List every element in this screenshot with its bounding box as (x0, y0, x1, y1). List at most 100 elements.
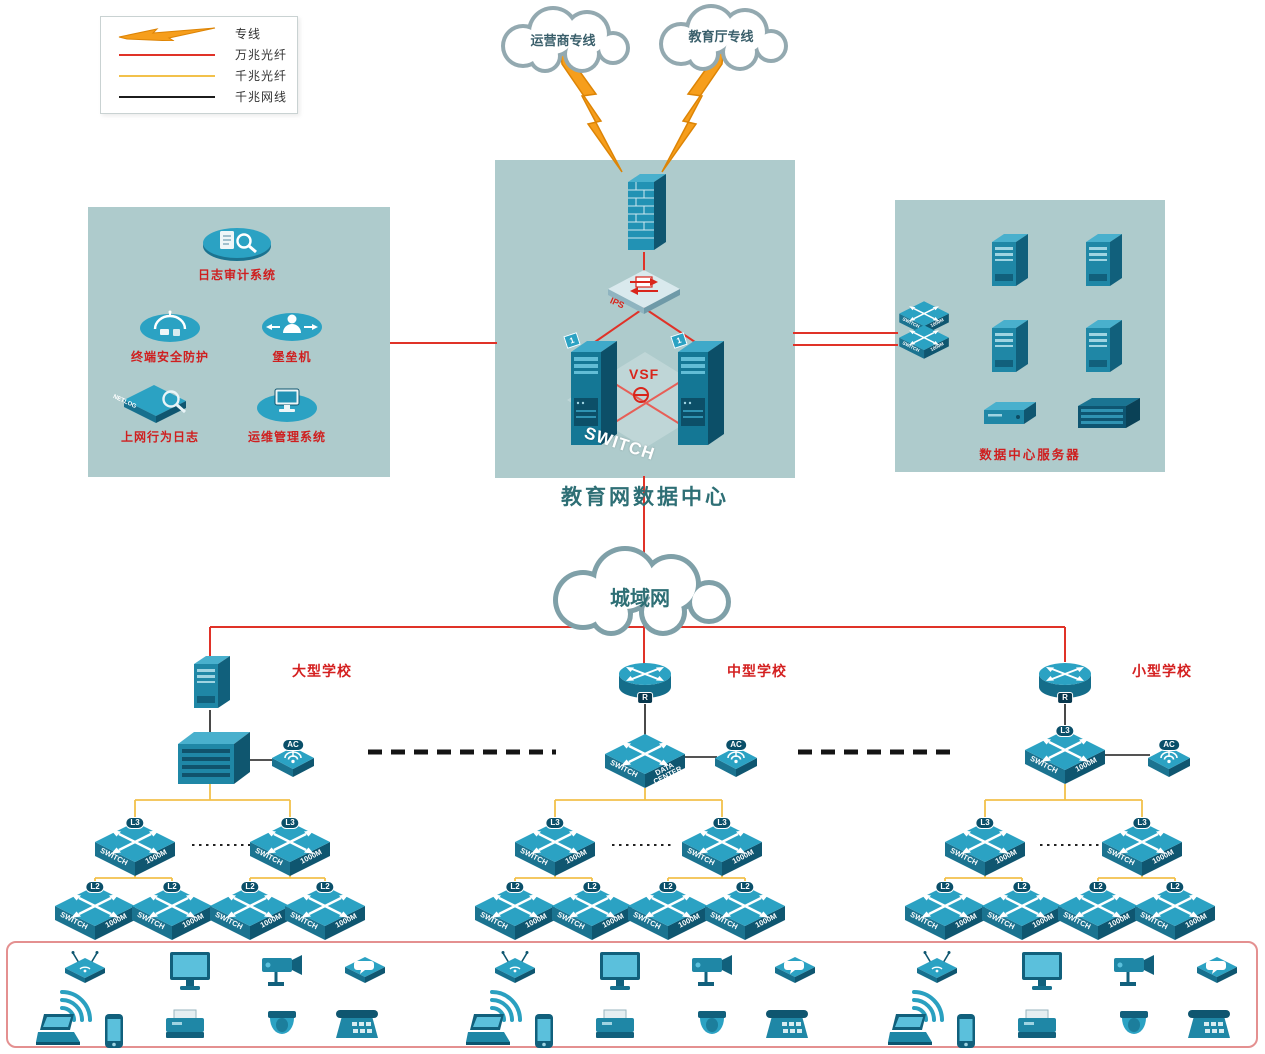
bastion-host-node[interactable]: 堡垒机 (232, 304, 352, 365)
man-cloud[interactable]: 城域网 (533, 546, 747, 640)
rack-server-icon (1078, 398, 1140, 428)
l3-switch[interactable]: L3 SWITCH 1000M (248, 817, 332, 878)
datacenter-server[interactable] (986, 230, 1030, 290)
wireless-controller[interactable]: AC (270, 739, 316, 780)
chat-terminal[interactable] (343, 953, 387, 987)
cloud-icon (501, 6, 630, 73)
l2-switch[interactable]: L2 SWITCH 1000M (473, 881, 557, 942)
l2-switch[interactable]: L2 SWITCH 1000M (208, 881, 292, 942)
dome-camera-icon (698, 1011, 726, 1034)
ips-device[interactable]: IPS (606, 268, 682, 316)
mobile-phone-icon (535, 1014, 553, 1048)
core-switch[interactable]: L3 SWITCH 1000M (1023, 725, 1107, 786)
core-server-icon (678, 341, 724, 445)
rack-server[interactable] (1076, 396, 1142, 430)
netlog-node[interactable]: NETLOG 上网行为日志 (100, 382, 220, 445)
switch-icon (982, 886, 1062, 940)
wireless-ap[interactable] (915, 950, 959, 984)
switch-layer-badge: L3 (975, 817, 995, 829)
switch-layer-badge: L2 (658, 881, 678, 893)
switch-layer-badge: L3 (1055, 725, 1075, 737)
cctv-camera[interactable] (686, 950, 734, 990)
switch-icon (55, 886, 135, 940)
desktop-monitor[interactable] (1020, 950, 1064, 994)
router-badge: R (637, 692, 653, 704)
l2-switch[interactable]: L2 SWITCH 1000M (550, 881, 634, 942)
dome-camera[interactable] (1114, 1008, 1154, 1044)
l2-switch[interactable]: L2 SWITCH 1000M (980, 881, 1064, 942)
wireless-ap-icon (65, 951, 105, 983)
carrier-cloud[interactable]: 运营商专线 (487, 4, 639, 76)
chat-terminal[interactable] (773, 953, 817, 987)
l3-switch[interactable]: L3 SWITCH 1000M (513, 817, 597, 878)
lightning-bolt-icons (558, 41, 726, 173)
switch-layer-badge: L3 (280, 817, 300, 829)
netlog-icon (124, 385, 186, 423)
l3-switch[interactable]: L3 SWITCH 1000M (943, 817, 1027, 878)
mobile-phone[interactable] (103, 1012, 125, 1050)
desk-phone[interactable] (334, 1008, 380, 1042)
core-server-2[interactable]: 1 (670, 332, 728, 448)
l2-switch[interactable]: L2 SWITCH 1000M (1056, 881, 1140, 942)
desk-phone-icon (336, 1010, 378, 1038)
l2-switch[interactable]: L2 SWITCH 1000M (1133, 881, 1217, 942)
printer[interactable] (1014, 1008, 1060, 1042)
server-icon (194, 656, 230, 708)
l2-switch[interactable]: L2 SWITCH 1000M (130, 881, 214, 942)
l2-switch[interactable]: L2 SWITCH 1000M (703, 881, 787, 942)
core-switch[interactable]: SWITCH DATA CENTER (603, 732, 687, 790)
wireless-ap[interactable] (63, 950, 107, 984)
firewall-device[interactable] (620, 170, 668, 256)
audit-system-node[interactable]: 日志审计系统 (177, 222, 297, 283)
l3-switch[interactable]: L3 SWITCH 1000M (680, 817, 764, 878)
mobile-phone[interactable] (955, 1012, 977, 1050)
dome-camera[interactable] (262, 1008, 302, 1044)
datacenter-access-switch-2[interactable]: SWITCH 1000M (898, 324, 950, 360)
school-router[interactable]: R (617, 658, 673, 704)
ac-icon (715, 747, 757, 777)
dome-camera[interactable] (692, 1008, 732, 1044)
l2-switch[interactable]: L2 SWITCH 1000M (903, 881, 987, 942)
school-router[interactable]: R (1037, 658, 1093, 704)
datacenter-server[interactable] (1080, 316, 1124, 376)
router-icon (1039, 663, 1091, 698)
storage-array[interactable] (982, 400, 1038, 426)
l3-switch[interactable]: L3 SWITCH 1000M (93, 817, 177, 878)
man-cloud-label: 城域网 (610, 588, 670, 610)
l3-switch[interactable]: L3 SWITCH 1000M (1100, 817, 1184, 878)
laptop[interactable] (34, 1012, 82, 1046)
datacenter-server[interactable] (1080, 230, 1124, 290)
desk-phone[interactable] (1186, 1008, 1232, 1042)
printer[interactable] (592, 1008, 638, 1042)
bastion-label: 堡垒机 (272, 350, 312, 364)
ops-management-node[interactable]: 运维管理系统 (227, 382, 347, 445)
terminal-security-node[interactable]: 终端安全防护 (110, 304, 230, 365)
red-line-legend-icon (109, 53, 225, 56)
education-cloud[interactable]: 教育厅专线 (645, 2, 797, 72)
l2-switch[interactable]: L2 SWITCH 1000M (53, 881, 137, 942)
laptop[interactable] (464, 1012, 512, 1046)
l2-switch[interactable]: L2 SWITCH 1000M (626, 881, 710, 942)
desktop-monitor[interactable] (598, 950, 642, 994)
cctv-camera[interactable] (1108, 950, 1156, 990)
cctv-camera[interactable] (256, 950, 304, 990)
printer-icon (1018, 1009, 1056, 1038)
terminal-security-icon (140, 310, 200, 342)
laptop[interactable] (886, 1012, 934, 1046)
legend-row-10g-fiber: 万兆光纤 (109, 46, 289, 63)
wireless-ap[interactable] (493, 950, 537, 984)
desktop-monitor[interactable] (168, 950, 212, 994)
desk-phone[interactable] (764, 1008, 810, 1042)
chat-terminal[interactable] (1195, 953, 1239, 987)
wireless-controller[interactable]: AC (713, 739, 759, 780)
l2-switch[interactable]: L2 SWITCH 1000M (283, 881, 367, 942)
datacenter-server[interactable] (986, 316, 1030, 376)
switch-icon (132, 886, 212, 940)
switch-icon (285, 886, 365, 940)
core-server-1[interactable]: 1 (563, 332, 621, 448)
core-switch-chassis[interactable] (172, 728, 252, 786)
wireless-controller[interactable]: AC (1146, 739, 1192, 780)
school-server[interactable] (188, 652, 232, 712)
mobile-phone[interactable] (533, 1012, 555, 1050)
printer[interactable] (162, 1008, 208, 1042)
